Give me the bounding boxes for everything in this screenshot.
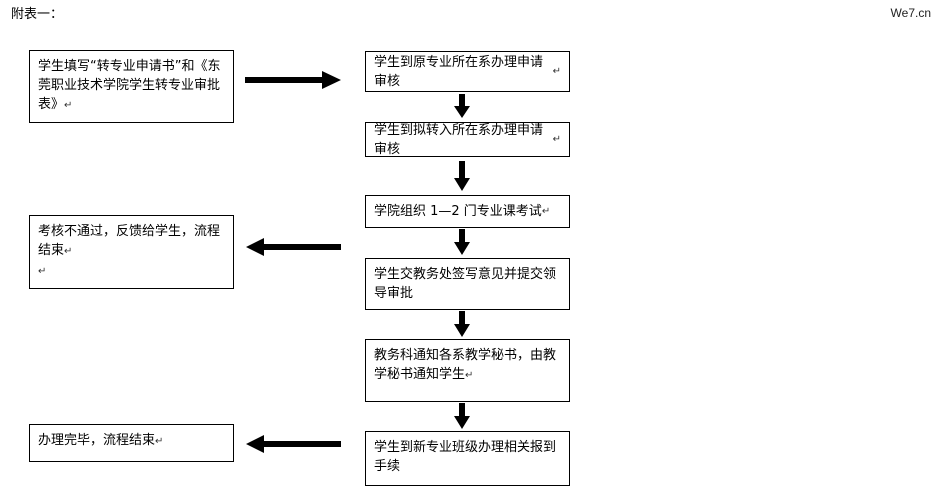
paragraph-mark: ↵: [552, 66, 561, 77]
paragraph-mark: ↵: [465, 370, 474, 381]
paragraph-mark: ↵: [541, 206, 551, 217]
paragraph-mark: ↵: [552, 134, 561, 145]
box-apply-form-text: 学生填写“转专业申请书”和《东莞职业技术学院学生转专业审批表》: [38, 59, 221, 112]
box-new-class: 学生到新专业班级办理相关报到手续: [365, 431, 570, 486]
arrow-left: [246, 238, 341, 256]
arrow-left: [246, 435, 341, 453]
arrow-down: [454, 94, 470, 118]
box-fail-text: 考核不通过，反馈给学生，流程结束: [38, 224, 221, 258]
box-notify-text: 教务科通知各系教学秘书，由教学秘书通知学生: [374, 348, 557, 382]
box-exam-text: 学院组织 1—2 门专业课考试: [374, 204, 542, 219]
box-orig-dept-text: 学生到原专业所在系办理申请审核: [374, 54, 544, 89]
arrow-down: [454, 403, 470, 429]
box-new-class-text: 学生到新专业班级办理相关报到手续: [374, 440, 557, 474]
header-title: 附表一：: [11, 7, 64, 22]
arrow-right: [245, 71, 341, 89]
box-new-dept-text: 学生到拟转入所在系办理申请审核: [374, 122, 544, 157]
paragraph-mark: ↵: [38, 266, 47, 277]
box-apply-form: 学生填写“转专业申请书”和《东莞职业技术学院学生转专业审批表》↵: [29, 50, 234, 123]
box-new-dept: 学生到拟转入所在系办理申请审核 ↵: [365, 122, 570, 157]
arrow-down: [454, 311, 470, 337]
box-done: 办理完毕，流程结束↵: [29, 424, 234, 462]
paragraph-mark: ↵: [64, 100, 73, 111]
box-notify: 教务科通知各系教学秘书，由教学秘书通知学生↵: [365, 339, 570, 402]
box-orig-dept: 学生到原专业所在系办理申请审核 ↵: [365, 51, 570, 92]
paragraph-mark: ↵: [64, 246, 73, 257]
arrow-down: [454, 161, 470, 191]
box-fail: 考核不通过，反馈给学生，流程结束↵ ↵: [29, 215, 234, 289]
box-academic-affairs: 学生交教务处签写意见并提交领导审批: [365, 258, 570, 310]
box-done-text: 办理完毕，流程结束: [38, 433, 156, 448]
box-exam: 学院组织 1—2 门专业课考试↵: [365, 195, 570, 228]
box-academic-affairs-text: 学生交教务处签写意见并提交领导审批: [374, 267, 557, 301]
paragraph-mark: ↵: [155, 436, 164, 447]
arrow-down: [454, 229, 470, 255]
watermark: We7.cn: [890, 6, 931, 20]
